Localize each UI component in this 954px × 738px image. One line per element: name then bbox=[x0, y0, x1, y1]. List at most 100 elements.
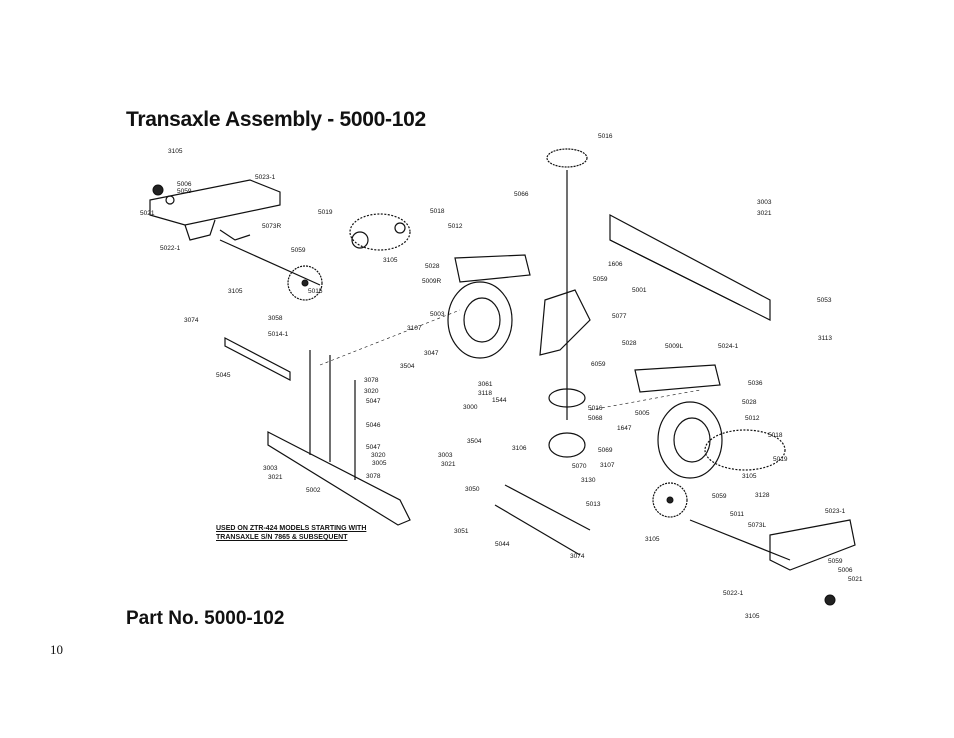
part-callout-label: 3047 bbox=[424, 350, 439, 357]
part-callout-label: 5015 bbox=[308, 288, 323, 295]
part-callout-label: 5022-1 bbox=[160, 245, 181, 252]
part-callout-label: 5028 bbox=[425, 263, 440, 270]
right-sprocket-part bbox=[652, 482, 688, 518]
part-callout-label: 3074 bbox=[184, 317, 199, 324]
part-callout-label: 5045 bbox=[216, 372, 231, 379]
part-callout-label: 3105 bbox=[383, 257, 398, 264]
part-callout-label: 5070 bbox=[572, 463, 587, 470]
left-belt-part bbox=[349, 213, 411, 251]
part-callout-label: 3050 bbox=[465, 486, 480, 493]
part-callout-label: 5021 bbox=[140, 210, 155, 217]
right-frame-part bbox=[609, 214, 771, 321]
part-callout-label: 5021 bbox=[848, 576, 863, 583]
left-sprocket-part bbox=[287, 265, 323, 301]
part-callout-label: 5077 bbox=[612, 313, 627, 320]
part-callout-label: 5047 bbox=[366, 398, 381, 405]
part-callout-label: 5019 bbox=[773, 456, 788, 463]
part-callout-label: 5005 bbox=[635, 410, 650, 417]
part-callout-label: 5013 bbox=[586, 501, 601, 508]
part-callout-label: 3105 bbox=[745, 613, 760, 620]
page-title: Transaxle Assembly - 5000-102 bbox=[126, 108, 426, 131]
part-callout-label: 5014-1 bbox=[268, 331, 289, 338]
part-callout-label: 1647 bbox=[617, 425, 632, 432]
part-callout-label: 1544 bbox=[492, 397, 507, 404]
part-callout-label: 5046 bbox=[366, 422, 381, 429]
part-callout-label: 1606 bbox=[608, 261, 623, 268]
part-callout-label: 3105 bbox=[742, 473, 757, 480]
part-callout-label: 3107 bbox=[600, 462, 615, 469]
part-callout-label: 5012 bbox=[448, 223, 463, 230]
part-callout-label: 3504 bbox=[467, 438, 482, 445]
part-callout-label: 3105 bbox=[645, 536, 660, 543]
part-callout-label: 5047 bbox=[366, 444, 381, 451]
part-callout-label: 5024-1 bbox=[718, 343, 739, 350]
part-callout-label: 5006 bbox=[838, 567, 853, 574]
connection-line bbox=[589, 389, 701, 411]
part-callout-label: 5009L bbox=[665, 343, 683, 350]
part-callout-label: 3005 bbox=[372, 460, 387, 467]
part-callout-label: 5066 bbox=[514, 191, 529, 198]
left-pulley-part bbox=[447, 254, 531, 359]
left-lower-bars-part bbox=[224, 337, 411, 526]
part-number-label: Part No. 5000-102 bbox=[126, 608, 285, 629]
part-callout-label: 3051 bbox=[454, 528, 469, 535]
part-callout-label: 5022-1 bbox=[723, 590, 744, 597]
part-callout-label: 3021 bbox=[757, 210, 772, 217]
lower-right-bracket-part bbox=[689, 519, 856, 606]
part-callout-label: 3105 bbox=[228, 288, 243, 295]
part-callout-label: 5016 bbox=[588, 405, 603, 412]
part-callout-label: 3504 bbox=[400, 363, 415, 370]
part-callout-label: 5053 bbox=[817, 297, 832, 304]
part-callout-label: 3130 bbox=[581, 477, 596, 484]
part-callout-label: 3107 bbox=[407, 325, 422, 332]
part-callout-label: 3020 bbox=[371, 452, 386, 459]
part-callout-label: 3021 bbox=[441, 461, 456, 468]
part-callout-label: 3106 bbox=[512, 445, 527, 452]
part-callout-label: 3128 bbox=[755, 492, 770, 499]
part-callout-label: 5018 bbox=[430, 208, 445, 215]
part-callout-label: 3020 bbox=[364, 388, 379, 395]
part-callout-label: 5028 bbox=[622, 340, 637, 347]
part-callout-label: 5036 bbox=[748, 380, 763, 387]
part-callout-label: 3000 bbox=[463, 404, 478, 411]
part-callout-label: 5016 bbox=[598, 133, 613, 140]
part-callout-label: 5059 bbox=[593, 276, 608, 283]
center-shaft-part bbox=[539, 148, 591, 458]
part-callout-label: 5002 bbox=[306, 487, 321, 494]
model-note-line1: USED ON ZTR-424 MODELS STARTING WITH bbox=[216, 525, 367, 532]
part-callout-label: 5019 bbox=[318, 209, 333, 216]
part-callout-label: 5001 bbox=[632, 287, 647, 294]
part-callout-label: 3078 bbox=[364, 377, 379, 384]
part-callout-label: 5044 bbox=[495, 541, 510, 548]
part-callout-label: 3003 bbox=[263, 465, 278, 472]
part-callout-label: 5011 bbox=[730, 511, 744, 518]
part-callout-label: 5003 bbox=[430, 311, 445, 318]
part-callout-label: 5023-1 bbox=[825, 508, 846, 515]
part-callout-label: 5059 bbox=[291, 247, 306, 254]
model-note-line2: TRANSAXLE S/N 7865 & SUBSEQUENT bbox=[216, 534, 348, 541]
part-callout-label: 3003 bbox=[757, 199, 772, 206]
model-note: USED ON ZTR-424 MODELS STARTING WITH TRA… bbox=[216, 524, 366, 542]
part-callout-label: 5023-1 bbox=[255, 174, 276, 181]
part-callout-label: 5073L bbox=[748, 522, 766, 529]
part-callout-label: 3105 bbox=[168, 148, 183, 155]
part-callout-label: 5006 bbox=[177, 181, 192, 188]
part-callout-label: 3061 bbox=[478, 381, 493, 388]
center-lower-bars-part bbox=[494, 484, 591, 556]
part-callout-label: 5012 bbox=[745, 415, 760, 422]
part-callout-label: 3058 bbox=[268, 315, 283, 322]
part-callout-label: 5059 bbox=[828, 558, 843, 565]
part-callout-label: 5069 bbox=[598, 447, 613, 454]
connection-line bbox=[319, 309, 461, 366]
part-callout-label: 5073R bbox=[262, 223, 281, 230]
part-callout-label: 5068 bbox=[588, 415, 603, 422]
upper-left-bracket-part bbox=[149, 179, 321, 286]
right-pulley-part bbox=[634, 364, 786, 479]
part-callout-label: 5059 bbox=[177, 188, 192, 195]
part-callout-label: 5018 bbox=[768, 432, 783, 439]
part-callout-label: 3074 bbox=[570, 553, 585, 560]
part-callout-label: 5028 bbox=[742, 399, 757, 406]
part-callout-label: 3003 bbox=[438, 452, 453, 459]
